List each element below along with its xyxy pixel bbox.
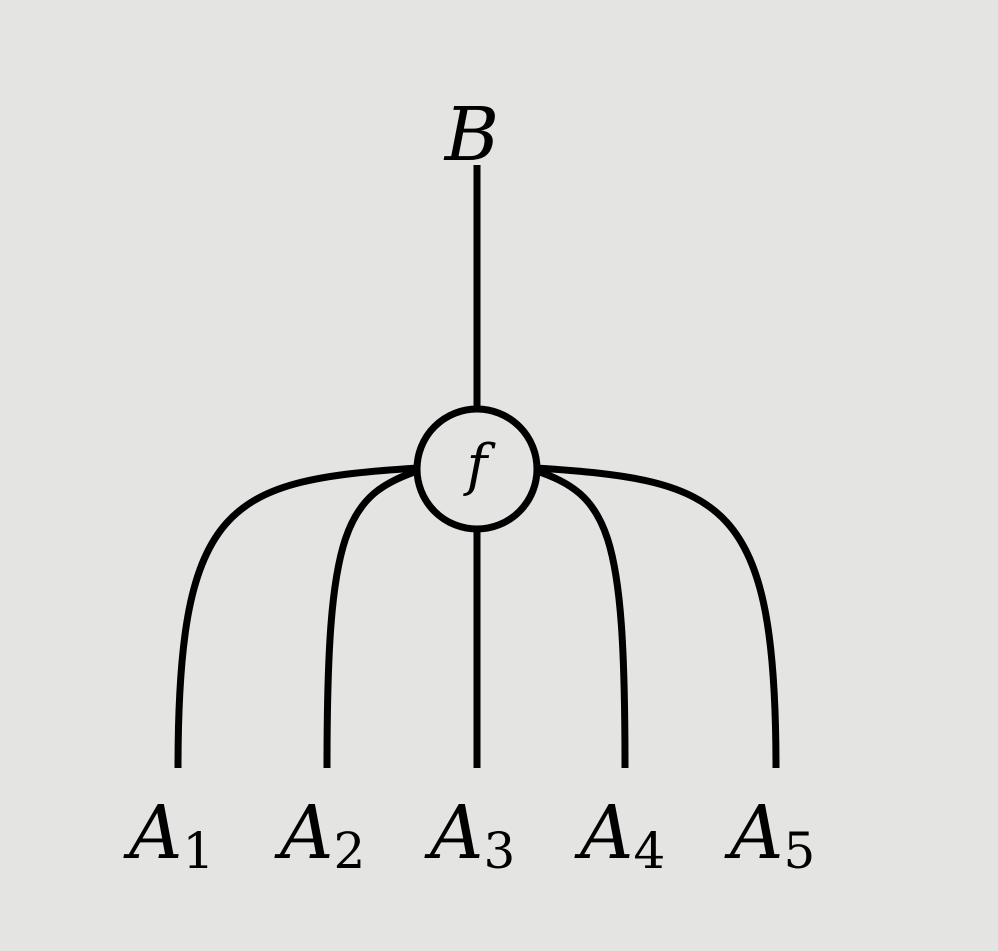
input-label-a3-index: 3 bbox=[483, 822, 515, 880]
input-label-a4-base: A bbox=[574, 790, 633, 876]
input-label-a3: A3 bbox=[424, 790, 515, 880]
input-wire-a4 bbox=[532, 466, 629, 769]
svg-text:A5: A5 bbox=[724, 790, 815, 880]
input-label-a5: A5 bbox=[724, 790, 815, 880]
input-label-a2: A2 bbox=[274, 790, 365, 880]
input-label-a4: A4 bbox=[574, 790, 665, 880]
input-label-a4-index: 4 bbox=[633, 822, 665, 880]
input-wire-a1 bbox=[174, 464, 419, 769]
input-label-a5-base: A bbox=[724, 790, 783, 876]
input-label-a1-index: 1 bbox=[182, 822, 214, 880]
morphism-node bbox=[413, 405, 541, 533]
input-label-a2-index: 2 bbox=[333, 822, 365, 880]
svg-text:A2: A2 bbox=[274, 790, 365, 880]
svg-text:A4: A4 bbox=[574, 790, 665, 880]
input-label-a1-base: A bbox=[123, 790, 182, 876]
input-label-a3-base: A bbox=[424, 790, 483, 876]
input-wire-a5 bbox=[535, 464, 780, 769]
input-label-a2-base: A bbox=[274, 790, 333, 876]
svg-text:A1: A1 bbox=[123, 790, 214, 880]
input-label-a5-index: 5 bbox=[783, 822, 815, 880]
input-label-a1: A1 bbox=[123, 790, 214, 880]
input-wire-a2 bbox=[323, 466, 422, 769]
output-label-b: B bbox=[443, 92, 499, 178]
svg-text:A3: A3 bbox=[424, 790, 515, 880]
